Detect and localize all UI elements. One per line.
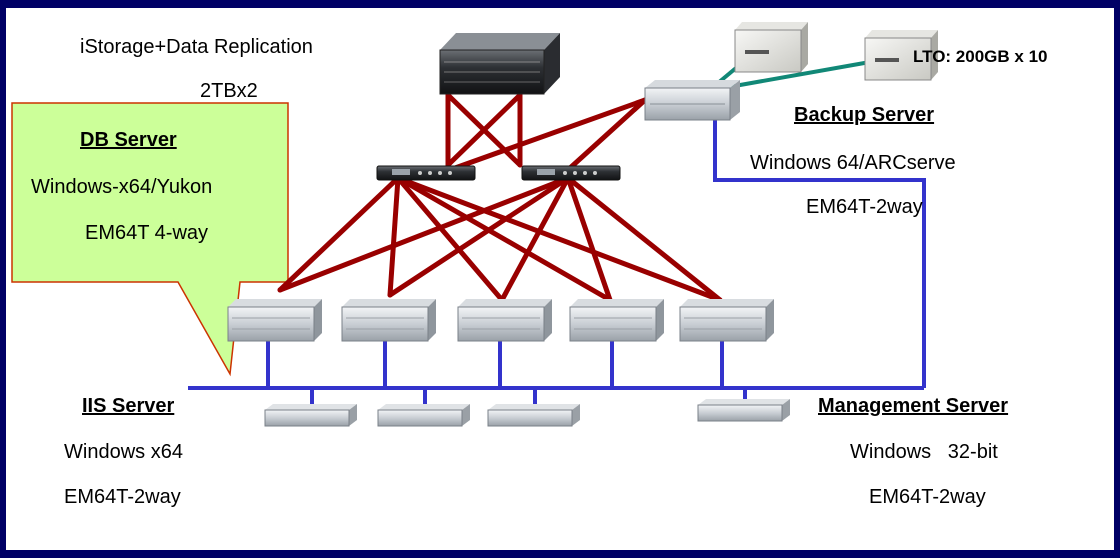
- management-server-os: Windows 32-bit: [850, 441, 998, 463]
- db-server-title: DB Server: [80, 129, 177, 151]
- tape-drive-icon: [734, 22, 808, 73]
- fc-links: [277, 92, 723, 303]
- rack-server-1u-icon: [487, 404, 580, 427]
- iis-server-os: Windows x64: [64, 441, 183, 463]
- rack-server-1u-icon: [377, 404, 470, 427]
- rack-server-1u-icon: [264, 404, 357, 427]
- rack-server-4u-icon: [679, 299, 774, 342]
- backup-server-icon: [644, 80, 740, 121]
- fc-switch-icon: [376, 165, 476, 181]
- backup-server-cpu: EM64T-2way: [806, 196, 923, 218]
- management-server-cpu: EM64T-2way: [869, 486, 986, 508]
- storage-title: iStorage+Data Replication: [80, 36, 313, 58]
- db-server-cpu: EM64T 4-way: [85, 222, 209, 244]
- db-node-icons: [227, 299, 774, 342]
- rack-server-4u-icon: [227, 299, 322, 342]
- fc-switch-icon: [521, 165, 621, 181]
- iis-node-icons: [264, 399, 790, 427]
- lan-links: [188, 120, 926, 410]
- backup-server-title: Backup Server: [794, 104, 935, 126]
- rack-server-4u-icon: [341, 299, 436, 342]
- rack-server-1u-icon: [697, 399, 790, 422]
- iis-server-cpu: EM64T-2way: [64, 486, 181, 508]
- storage-array-icon: [439, 33, 560, 95]
- backup-server-os: Windows 64/ARCserve: [750, 152, 956, 174]
- management-server-title: Management Server: [818, 395, 1009, 417]
- rack-server-4u-icon: [457, 299, 552, 342]
- iis-server-title: IIS Server: [82, 395, 175, 417]
- db-server-os: Windows-x64/Yukon: [31, 176, 213, 198]
- tape-label: LTO: 200GB x 10: [913, 47, 1048, 66]
- rack-server-4u-icon: [569, 299, 664, 342]
- storage-capacity: 2TBx2: [200, 80, 258, 102]
- tape-drive-icon: [864, 30, 938, 81]
